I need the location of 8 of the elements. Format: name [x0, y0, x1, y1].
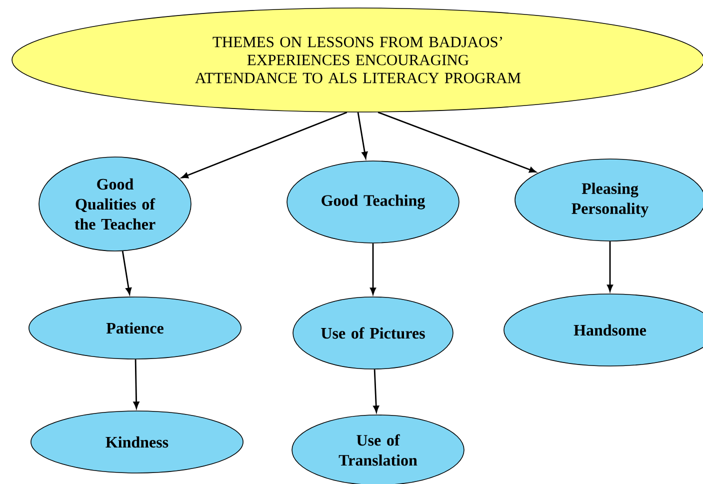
arrow — [607, 241, 613, 292]
arrow — [357, 112, 368, 159]
arrow — [378, 112, 536, 173]
arrow — [181, 112, 348, 178]
arrow — [122, 251, 132, 295]
arrow — [373, 369, 380, 413]
arrow — [133, 359, 140, 409]
arrow — [370, 243, 376, 295]
